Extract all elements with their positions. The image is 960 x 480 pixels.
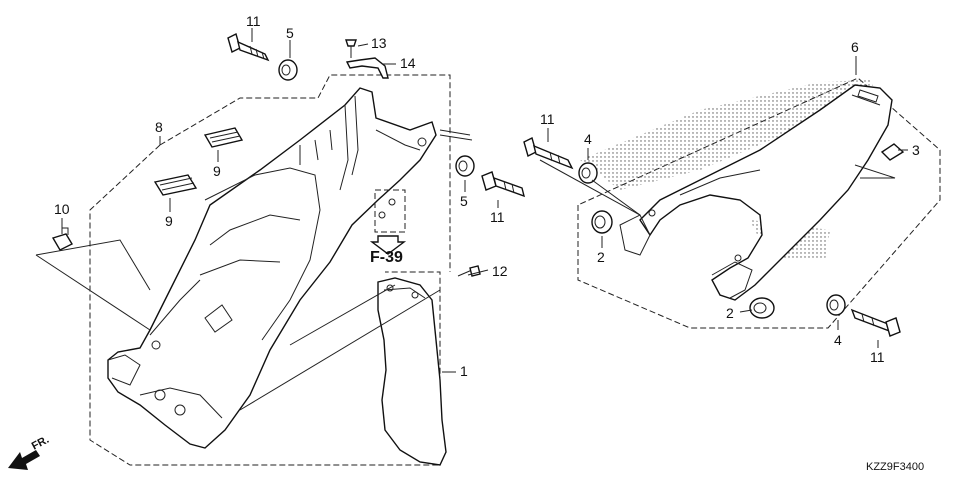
front-marker-label: FR. xyxy=(30,434,51,453)
nut-bolt-10 xyxy=(51,227,73,251)
callout-labels: 11 5 13 14 8 9 9 10 5 11 12 1 11 4 6 3 2… xyxy=(54,13,924,473)
clip-screw xyxy=(345,39,357,58)
callout-8: 8 xyxy=(155,119,163,135)
callout-2-left: 2 xyxy=(597,249,605,265)
rear-fender-group-outline xyxy=(89,74,451,466)
front-direction-marker: FR. xyxy=(8,434,51,470)
diagram-code: KZZ9F3400 xyxy=(866,461,924,473)
f39-reference-box xyxy=(369,189,407,255)
callout-12: 12 xyxy=(492,263,508,279)
caution-label xyxy=(880,143,905,161)
bolt-right-lower xyxy=(850,308,901,337)
collar-center xyxy=(455,155,475,177)
callout-5-center: 5 xyxy=(460,193,468,209)
reflector-upper xyxy=(203,127,244,148)
rear-cowl xyxy=(580,80,893,301)
grommet-left xyxy=(591,210,613,234)
bolt-center xyxy=(481,171,525,198)
collar-right-lower xyxy=(826,294,846,316)
front-arrow-icon xyxy=(8,450,40,470)
reference-f39: F-39 xyxy=(370,249,403,266)
callout-11-right-lower: 11 xyxy=(870,349,885,365)
collar-right-upper xyxy=(578,162,598,184)
callout-14: 14 xyxy=(400,55,416,71)
splash-guard xyxy=(377,277,447,466)
callout-11-top-left: 11 xyxy=(246,13,261,29)
collar-top-left xyxy=(278,59,298,81)
wire-clamp xyxy=(345,57,389,79)
callout-11-center: 11 xyxy=(490,209,505,225)
rear-fender-inner xyxy=(107,87,437,449)
leader-lines xyxy=(35,28,908,411)
callout-9-upper: 9 xyxy=(213,163,221,179)
callout-9-lower: 9 xyxy=(165,213,173,229)
callout-6: 6 xyxy=(851,39,859,55)
callout-3: 3 xyxy=(912,142,920,158)
callout-4-lower: 4 xyxy=(834,332,842,348)
callout-10: 10 xyxy=(54,201,70,217)
grommet-right xyxy=(749,297,775,319)
bolt-top-left xyxy=(227,32,270,62)
reflector-lower xyxy=(153,174,198,196)
callout-5-top: 5 xyxy=(286,25,294,41)
bolt-right-upper xyxy=(523,136,574,170)
callout-1: 1 xyxy=(460,363,468,379)
callout-13: 13 xyxy=(371,35,387,51)
callout-11-right-upper: 11 xyxy=(540,111,555,127)
callout-2-right: 2 xyxy=(726,305,734,321)
rear-cowl-group-outline xyxy=(577,77,941,329)
callout-4-upper: 4 xyxy=(584,131,592,147)
